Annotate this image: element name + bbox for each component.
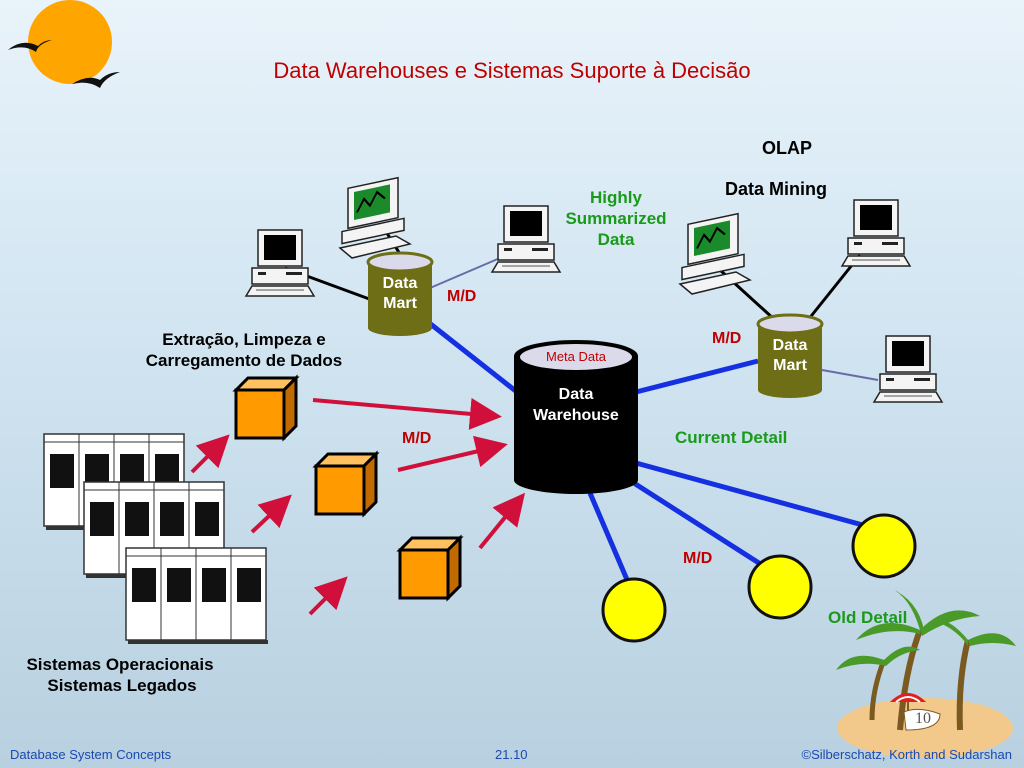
footer-center: 21.10 [495,747,528,762]
old-detail-disks [601,513,917,643]
server-rack-icon [125,547,269,645]
etl-cube-icon [234,376,298,440]
computer-graph-icon [679,211,751,295]
extraction-label-line1: Extração, Limpeza e [162,330,326,349]
sun-logo-icon [28,0,112,84]
data-mart-right-line1: Data [772,337,808,354]
computer-icon [873,335,943,403]
data-warehouse-cylinder [514,340,638,494]
md-label: M/D [683,550,713,567]
etl-cube-icon [314,452,378,516]
operational-systems-label-line2: Sistemas Legados [47,676,197,695]
extraction-label-line2: Carregamento de Dados [145,351,343,370]
etl-arrows [190,397,526,616]
data-mart-left-line1: Data [382,275,418,292]
data-mart-left-line2: Mart [383,295,417,312]
data-mart-left-cylinder [366,251,434,336]
operational-systems-label-line1: Sistemas Operacionais [26,655,214,674]
md-label: M/D [712,330,742,347]
warehouse-connectors [426,320,871,583]
highly-summarized-line2: Summarized [565,209,667,228]
etl-cube-icon [398,536,462,600]
computer-graph-icon [339,175,411,259]
computer-icon [841,199,911,267]
highly-summarized-line1: Highly [590,188,642,207]
computer-icon [245,229,315,297]
olap-label: OLAP [762,138,813,158]
link-mart-pc-right [429,257,501,289]
footer-left: Database System Concepts [10,747,172,762]
birds-icon [8,40,120,88]
computer-icon [491,205,561,273]
md-label: M/D [402,430,432,447]
data-mart-right-cylinder [756,313,824,398]
link-mart-pc-bottom [821,369,879,381]
data-mart-right-line2: Mart [773,357,807,374]
page-title: Data Warehouses e Sistemas Suporte à Dec… [273,58,751,83]
highly-summarized-line3: Data [597,230,635,249]
md-label: M/D [447,288,477,305]
palm-island-icon [836,588,1016,758]
page-number: 10 [915,710,931,727]
footer-right: ©Silberschatz, Korth and Sudarshan [801,747,1012,762]
data-mining-label: Data Mining [725,179,827,199]
current-detail-label: Current Detail [675,428,788,447]
data-warehouse-line1: Data [558,386,594,403]
old-detail-label: Old Detail [828,608,908,627]
data-warehouse-line2: Warehouse [533,407,619,424]
meta-data-label: Meta Data [546,349,606,364]
